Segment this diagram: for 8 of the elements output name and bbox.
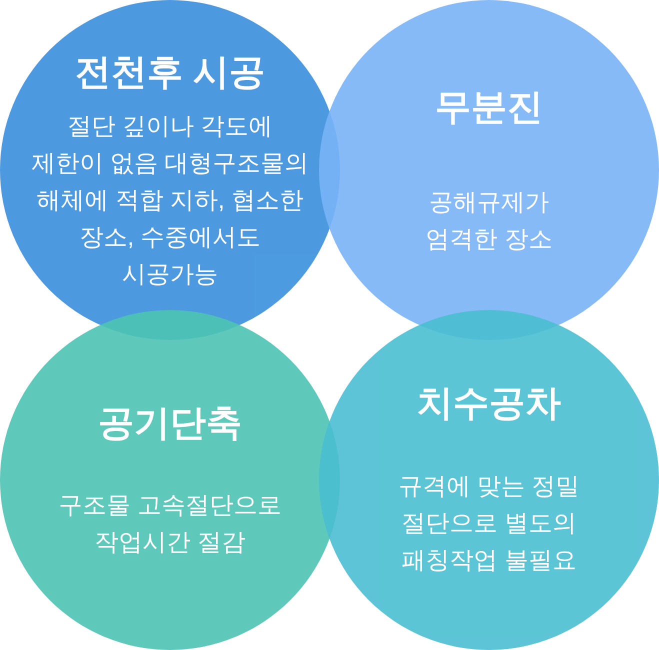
circle-description: 구조물 고속절단으로 작업시간 절감 xyxy=(58,491,282,558)
circle-title: 전천후 시공 xyxy=(74,50,265,94)
circle-title: 치수공차 xyxy=(417,381,561,425)
circle-description: 규격에 맞는 정밀 절단으로 별도의 패칭작업 불필요 xyxy=(397,472,581,576)
circle-description: 공해규제가 엄격한 장소 xyxy=(424,188,554,255)
circle-title: 무분진 xyxy=(435,85,543,129)
circle-title: 공기단축 xyxy=(98,401,242,445)
circle-description: 절단 깊이나 각도에 제한이 없음 대형구조물의 해체에 적합 지하, 협소한 장소, 수중에서도 시공가능 xyxy=(30,112,310,290)
